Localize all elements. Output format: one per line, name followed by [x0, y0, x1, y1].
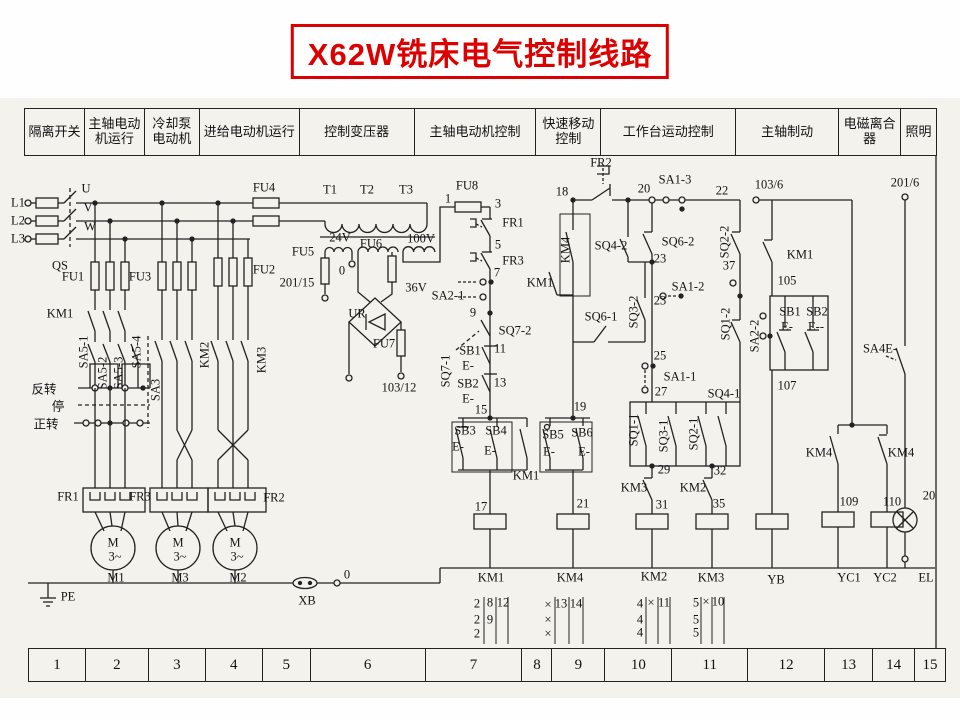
- column-number-10: 10: [605, 649, 673, 681]
- diagram-title: X62W铣床电气控制线路: [290, 24, 670, 79]
- column-number-1: 1: [29, 649, 86, 681]
- lighting-branch: [885, 193, 918, 568]
- rectifier-bridge: [345, 297, 406, 382]
- brake-and-clutch: [752, 196, 904, 568]
- spindle-motor-branch: [74, 203, 151, 583]
- header-cell-1: 隔离开关: [25, 109, 85, 155]
- feed-motor-branch-2: [207, 203, 267, 583]
- header-cell-10: 电磁离合器: [839, 109, 902, 155]
- header-cell-8: 工作台运动控制: [601, 109, 737, 155]
- header-cell-4: 进给电动机运行: [200, 109, 300, 155]
- column-number-4: 4: [206, 649, 263, 681]
- column-number-7: 7: [426, 649, 523, 681]
- header-cell-2: 主轴电动机运行: [85, 109, 145, 155]
- section-header-table: 隔离开关主轴电动机运行冷却泵电动机进给电动机运行控制变压器主轴电动机控制快速移动…: [24, 108, 937, 156]
- header-cell-5: 控制变压器: [300, 109, 415, 155]
- header-cell-6: 主轴电动机控制: [415, 109, 537, 155]
- column-number-9: 9: [552, 649, 606, 681]
- control-transformer: [320, 201, 490, 303]
- scanned-paper-background: [0, 98, 960, 698]
- column-number-14: 14: [873, 649, 916, 681]
- column-number-8: 8: [522, 649, 553, 681]
- column-number-6: 6: [311, 649, 426, 681]
- header-cell-11: 照明: [905, 123, 932, 139]
- rapid-traverse-column: [539, 165, 740, 568]
- spindle-control-column: [451, 207, 528, 568]
- worktable-control: [619, 196, 743, 568]
- column-number-2: 2: [86, 649, 149, 681]
- column-number-12: 12: [748, 649, 826, 681]
- terminal-ticks: [483, 597, 725, 644]
- column-number-15: 15: [922, 656, 938, 673]
- column-number-5: 5: [263, 649, 311, 681]
- power-input-section: [24, 188, 428, 247]
- ground-and-zero-bus: [28, 567, 935, 607]
- feed-motor-branch: [149, 203, 209, 583]
- column-number-11: 11: [672, 649, 749, 681]
- column-number-13: 13: [825, 649, 874, 681]
- header-cell-7: 快速移动控制: [536, 109, 602, 155]
- header-cell-9: 主轴制动: [736, 109, 840, 155]
- header-cell-3: 冷却泵电动机: [145, 109, 200, 155]
- column-number-3: 3: [149, 649, 206, 681]
